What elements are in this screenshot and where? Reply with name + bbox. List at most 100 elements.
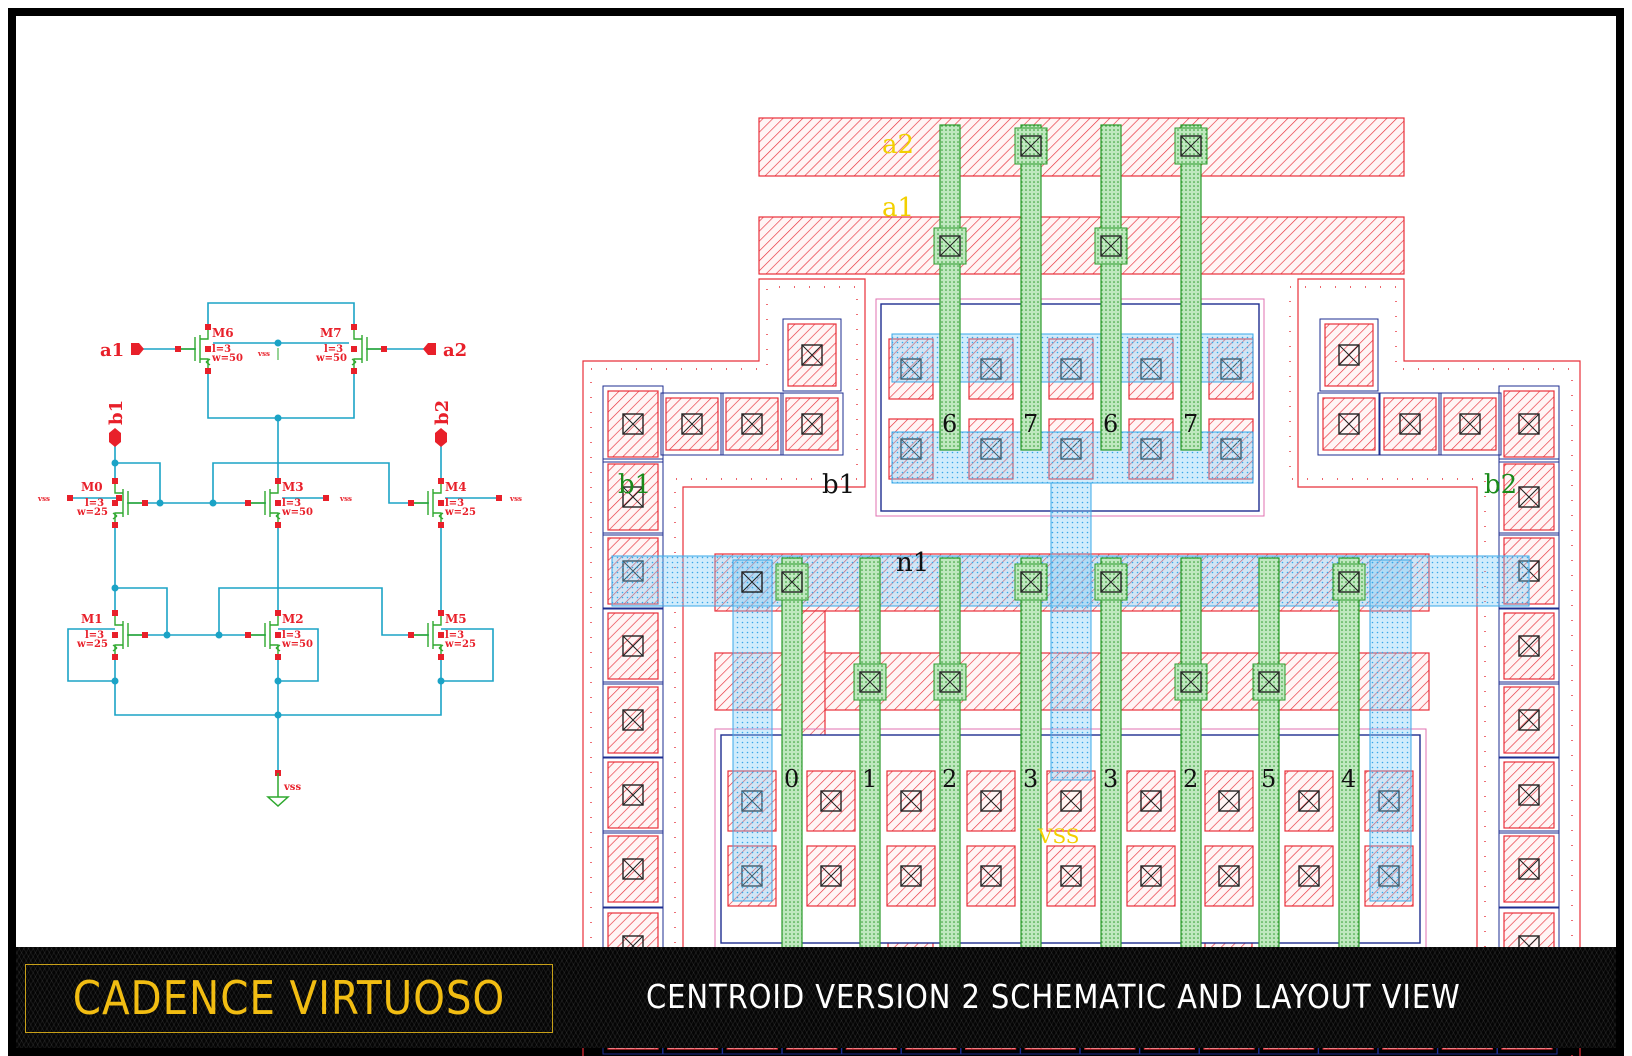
wire-junction (437, 677, 445, 685)
upper-finger-label: 6 (942, 410, 957, 438)
terminal-marker (438, 610, 444, 616)
transistor-symbol (178, 327, 209, 371)
guard-ring-well (1498, 756, 1560, 834)
terminal-marker (438, 632, 444, 638)
layout-label-a2: a2 (882, 130, 914, 160)
contact-icon (1338, 571, 1360, 593)
contact-cross (1180, 671, 1202, 693)
contact-icon (801, 344, 823, 366)
wire-junction (111, 677, 119, 685)
terminal-marker (112, 654, 118, 660)
transistor-symbol (248, 613, 279, 657)
contact-icon (622, 413, 644, 435)
device-name: M4 (445, 480, 467, 494)
title-banner: CADENCE VIRTUOSO CENTROID VERSION 2 SCHE… (16, 947, 1616, 1048)
guard-ring-well (1498, 681, 1560, 759)
contact-icon (1060, 865, 1082, 887)
wire (207, 302, 355, 327)
m3-bulk-label: vss (339, 494, 352, 503)
contact-cross (1518, 413, 1540, 435)
terminal-marker (351, 324, 357, 330)
transistor-m2: M2l=3w=50 (248, 612, 313, 657)
lower-finger-label: 2 (942, 765, 957, 793)
brand-box: CADENCE VIRTUOSO (25, 964, 553, 1033)
device-name: M3 (282, 480, 304, 494)
device-width: w=50 (211, 353, 243, 364)
transistor-symbol (438, 512, 444, 520)
layout-label-vss: vss (1037, 817, 1080, 850)
terminal-marker (438, 522, 444, 528)
contact-cross (980, 865, 1002, 887)
wire (278, 628, 319, 682)
contact-cross (1338, 413, 1360, 435)
poly-gate-finger (1020, 557, 1042, 967)
transistor-symbol (114, 613, 145, 657)
contact-cross (622, 486, 644, 508)
contact-icon (622, 858, 644, 880)
metal2-b2-drop (1369, 559, 1412, 902)
terminal-marker (112, 632, 118, 638)
poly-gate-finger (939, 557, 961, 967)
pin-a1-icon (131, 343, 144, 355)
transistor-m0: M0l=3w=25 (76, 480, 145, 525)
terminal-marker (351, 346, 357, 352)
wire (441, 628, 494, 682)
contact-cross (741, 571, 763, 593)
contact-cross (1218, 790, 1240, 812)
guard-ring-well (782, 318, 842, 392)
guard-ring-cell (787, 323, 837, 387)
poly-gate-finger (1180, 124, 1202, 451)
terminal-marker (245, 500, 251, 506)
contact-cross (1180, 135, 1202, 157)
contact-cross (1258, 671, 1280, 693)
contact-cross (859, 671, 881, 693)
guard-ring-well (602, 607, 664, 685)
guard-ring-cell (665, 397, 719, 451)
contact-icon (1218, 865, 1240, 887)
contact-cross (622, 635, 644, 657)
banner-caption: CENTROID VERSION 2 SCHEMATIC AND LAYOUT … (646, 977, 1461, 1016)
pin-b1-label: b1 (106, 400, 127, 425)
device-length: l=3 (324, 344, 343, 355)
transistor-symbol (438, 644, 444, 652)
pin-b2-label: b2 (432, 400, 453, 425)
transistor-m5: M5l=3w=25 (411, 612, 476, 657)
wire (67, 628, 115, 682)
device-name: M2 (282, 612, 304, 626)
transistor-symbol (112, 644, 118, 652)
device-width: w=25 (76, 639, 108, 650)
lower-finger-label: 3 (1023, 765, 1038, 793)
terminal-marker (275, 632, 281, 638)
device-length: l=3 (282, 630, 301, 641)
contact-icon (820, 790, 842, 812)
contact-icon (1258, 671, 1280, 693)
layout-label-n1: n1 (896, 548, 929, 578)
terminal-marker (275, 610, 281, 616)
terminal-marker (275, 478, 281, 484)
contact-icon (1100, 235, 1122, 257)
metal2-b1-drop (732, 559, 773, 902)
contact-icon (622, 709, 644, 731)
contact-cross (1060, 790, 1082, 812)
contact-cross (939, 235, 961, 257)
contact-cross (741, 413, 763, 435)
contact-cross (980, 790, 1002, 812)
contact-icon (980, 790, 1002, 812)
contact-icon (939, 235, 961, 257)
lower-finger-label: 2 (1183, 765, 1198, 793)
contact-cross (900, 790, 922, 812)
contact-icon (741, 571, 763, 593)
contact-icon (1338, 344, 1360, 366)
contact-icon (1518, 858, 1540, 880)
guard-ring-well (1498, 385, 1560, 463)
contact-cross (1459, 413, 1481, 435)
metal2-center-drop (1050, 482, 1092, 781)
poly-gate-finger (1338, 557, 1360, 967)
pin-b1-icon (109, 428, 121, 447)
contact-cross (1518, 486, 1540, 508)
contact-icon (859, 671, 881, 693)
diffusion-contact-cell (1046, 845, 1096, 907)
ground-label: vss (283, 782, 301, 793)
contact-cross (622, 784, 644, 806)
